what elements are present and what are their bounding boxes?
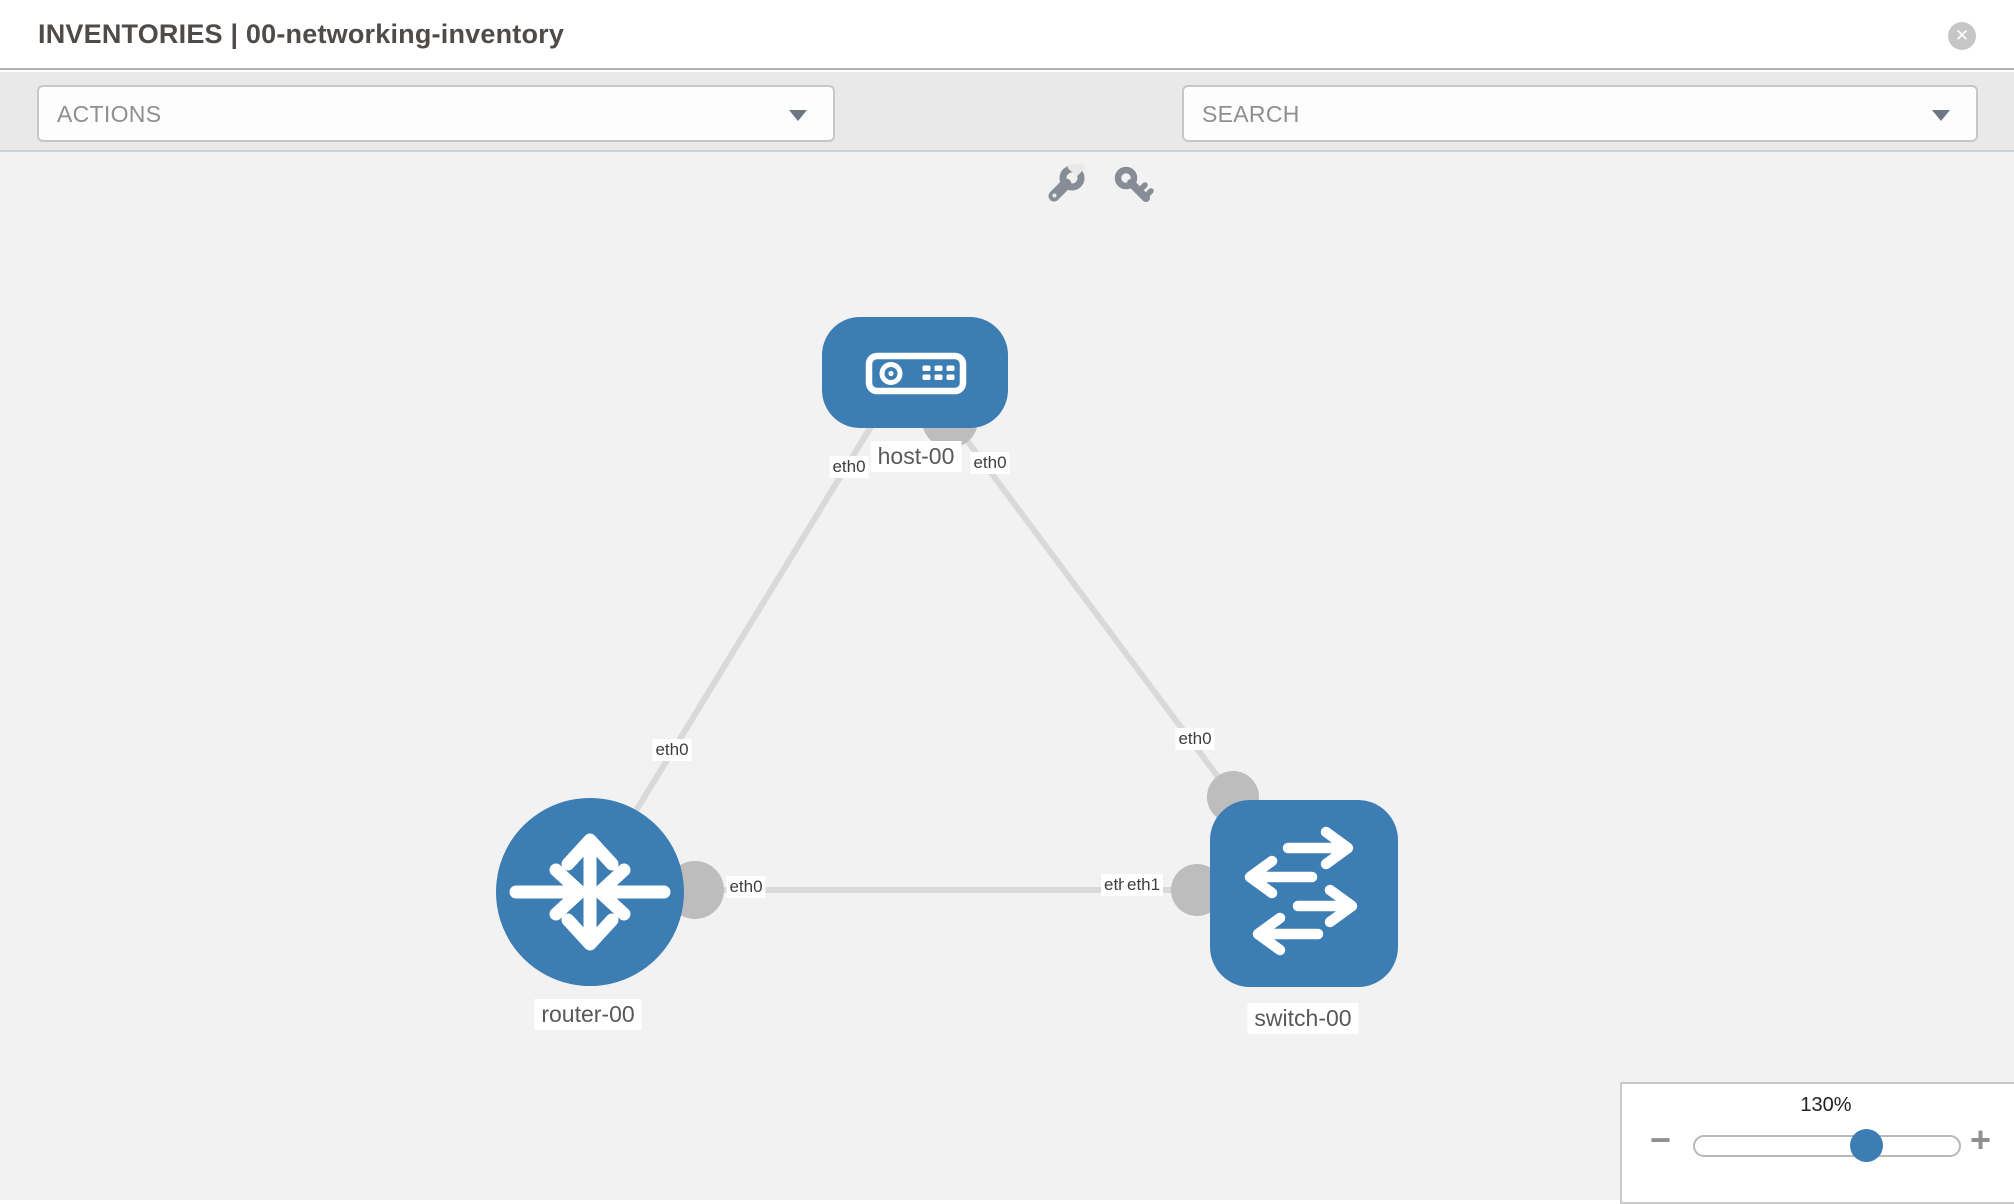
close-icon[interactable]: ✕	[1948, 22, 1976, 50]
search-dropdown-label: SEARCH	[1202, 101, 1300, 127]
configure-wrench-icon[interactable]	[1044, 164, 1090, 210]
topology-canvas[interactable]	[0, 152, 2014, 1200]
router-icon	[509, 833, 671, 951]
node-label-switch-00: switch-00	[1247, 1003, 1359, 1034]
zoom-in-button[interactable]: +	[1970, 1119, 1992, 1160]
actions-dropdown-label: ACTIONS	[57, 101, 162, 127]
interface-label-host-eth0-to-router: eth0	[829, 456, 869, 478]
zoom-out-button[interactable]: −	[1650, 1119, 1672, 1160]
toolbar: ACTIONS SEARCH	[0, 72, 2014, 202]
zoom-slider-thumb[interactable]	[1850, 1129, 1883, 1162]
chevron-down-icon	[789, 110, 807, 121]
chevron-down-icon	[1932, 110, 1950, 121]
interface-label-router-eth0-to-switch: eth0	[726, 876, 766, 898]
actions-dropdown[interactable]: ACTIONS	[37, 85, 835, 142]
interface-label-router-eth0-to-host: eth0	[652, 739, 692, 761]
node-host-00[interactable]	[822, 317, 1008, 428]
node-label-host-00: host-00	[870, 441, 962, 472]
node-label-router-00: router-00	[534, 999, 642, 1030]
zoom-control-panel: 130% − +	[1620, 1082, 2014, 1204]
zoom-level-value: 130%	[1800, 1094, 1852, 1116]
link-host-router[interactable]	[609, 418, 878, 852]
node-switch-00[interactable]	[1210, 800, 1398, 987]
breadcrumb-separator: |	[230, 19, 239, 49]
page-title: INVENTORIES | 00-networking-inventory	[38, 19, 564, 50]
credentials-key-icon[interactable]	[1112, 164, 1158, 210]
switch-icon	[1244, 826, 1358, 956]
interface-label-host-eth0-to-switch: eth0	[970, 452, 1010, 474]
breadcrumb-item: 00-networking-inventory	[245, 19, 565, 49]
header: INVENTORIES | 00-networking-inventory ✕	[0, 0, 2014, 70]
zoom-slider-track[interactable]	[1693, 1135, 1961, 1157]
node-router-00[interactable]	[496, 798, 684, 986]
host-icon	[865, 352, 967, 395]
search-dropdown[interactable]: SEARCH	[1182, 85, 1978, 142]
interface-label-switch-eth0-to-host: eth0	[1175, 728, 1215, 750]
breadcrumb-section: INVENTORIES	[38, 19, 223, 49]
interface-label-switch-eth1-to-router: eth1	[1124, 874, 1164, 896]
